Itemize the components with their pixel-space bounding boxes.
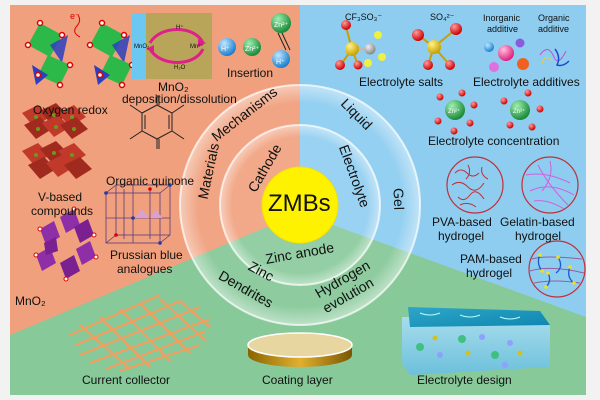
ion-zn-2: Zn²⁺ bbox=[274, 22, 289, 29]
v-based-structure-icon bbox=[22, 103, 92, 179]
electron-symbol: e⁻ bbox=[70, 11, 80, 21]
ion-zn: Zn²⁺ bbox=[245, 46, 260, 53]
mno2-diagram-top: H⁺ bbox=[176, 25, 184, 31]
label-so4: SO₄²⁻ bbox=[430, 12, 455, 22]
zn-solvation-shells-icon bbox=[434, 89, 544, 135]
ion-h: H⁺ bbox=[221, 46, 230, 53]
ring-gel: Gel bbox=[390, 187, 408, 211]
label-gelatin-1: Gelatin-based bbox=[500, 215, 575, 229]
label-pam-2: hydrogel bbox=[466, 266, 513, 280]
label-v-based-2: compounds bbox=[31, 204, 94, 218]
label-insertion: Insertion bbox=[227, 66, 274, 80]
label-inorganic-1: Inorganic bbox=[483, 13, 521, 23]
mno2-diagram-right: Mn²⁺ bbox=[190, 44, 204, 50]
zn-ion-1: Zn²⁺ bbox=[448, 109, 461, 115]
label-electrolyte-design: Electrolyte design bbox=[417, 373, 512, 387]
label-mno2-title: MnO₂ bbox=[158, 80, 189, 94]
coating-layer-disc-icon bbox=[247, 332, 353, 367]
label-gelatin-2: hydrogel bbox=[515, 229, 562, 243]
quinone-structure-icon bbox=[129, 95, 185, 149]
center-circle bbox=[261, 166, 339, 244]
label-v-based-1: V-based bbox=[38, 190, 83, 204]
label-mno2: MnO₂ bbox=[15, 294, 46, 308]
zn-ion-2: Zn²⁺ bbox=[513, 109, 526, 115]
label-electrolyte-additives: Electrolyte additives bbox=[473, 75, 580, 89]
label-inorganic-2: additive bbox=[487, 24, 519, 34]
label-mno2-subtitle: deposition/dissolution bbox=[122, 92, 237, 106]
mno2-deposition-diagram bbox=[132, 13, 212, 79]
label-cf3so3: CF₃SO₃⁻ bbox=[345, 12, 383, 22]
label-organic-2: additive bbox=[538, 24, 570, 34]
label-oxygen-redox: Oxygen redox bbox=[33, 103, 108, 117]
mno2-tunnel-structure-icon bbox=[33, 206, 99, 282]
oxygen-redox-structure-icon bbox=[24, 14, 136, 89]
label-organic-1: Organic bbox=[538, 13, 570, 23]
electrolyte-design-box-icon bbox=[402, 307, 550, 375]
label-organic-quinone: Organic quinone bbox=[106, 174, 195, 188]
label-electrolyte-salts: Electrolyte salts bbox=[359, 75, 444, 89]
label-pva-1: PVA-based bbox=[432, 215, 492, 229]
mno2-diagram-bottom: H₂O bbox=[174, 65, 186, 71]
insertion-ions-icon bbox=[218, 13, 291, 68]
label-pva-2: hydrogel bbox=[438, 229, 485, 243]
center-label: ZMBs bbox=[268, 190, 331, 217]
label-current-collector: Current collector bbox=[82, 373, 171, 387]
figure-canvas bbox=[10, 5, 586, 395]
label-prussian-2: analogues bbox=[117, 262, 173, 276]
mno2-diagram-left: MnO₂ bbox=[134, 44, 150, 50]
cf3so3-molecule-icon bbox=[335, 20, 386, 70]
ion-h-2: H⁺ bbox=[276, 59, 285, 66]
label-pam-1: PAM-based bbox=[460, 252, 522, 266]
additive-spheres-icon bbox=[484, 38, 570, 72]
current-collector-mesh-icon bbox=[69, 293, 211, 373]
hydrogel-networks-icon bbox=[446, 156, 586, 298]
label-electrolyte-concentration: Electrolyte concentration bbox=[428, 134, 560, 148]
prussian-blue-lattice-icon bbox=[104, 183, 172, 245]
label-coating-layer: Coating layer bbox=[262, 373, 333, 387]
so4-molecule-icon bbox=[412, 23, 462, 70]
zmb-figure: Oxygen redox e⁻ MnO₂ Mn²⁺ H⁺ H₂O MnO₂ de… bbox=[10, 5, 586, 395]
label-prussian-1: Prussian blue bbox=[110, 248, 183, 262]
